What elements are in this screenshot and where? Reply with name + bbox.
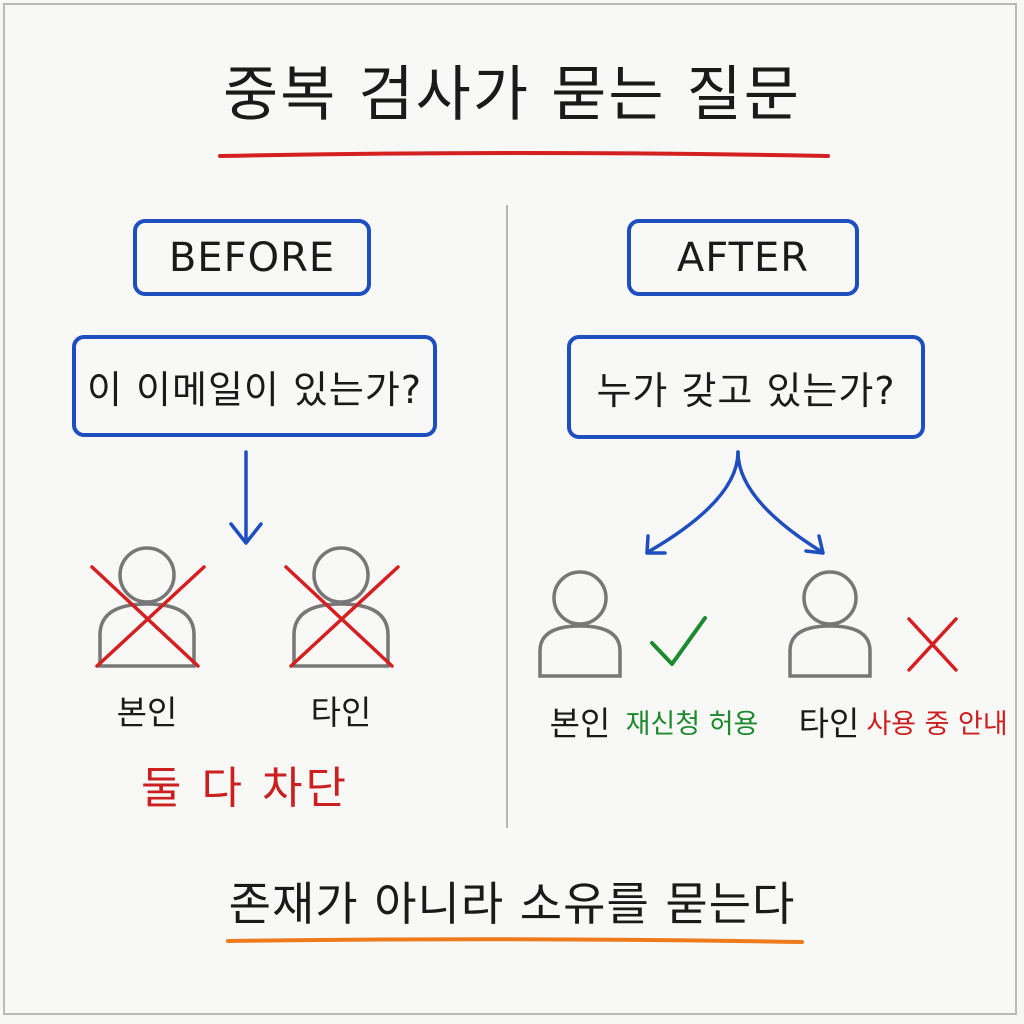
after-question-box: 누가 갖고 있는가?: [567, 335, 925, 439]
check-icon: [650, 616, 707, 666]
arrow-down-icon: [229, 450, 263, 545]
person-icon: [292, 546, 390, 668]
before-person2-label: 타인: [310, 693, 372, 732]
page-title: 중복 검사가 묻는 질문: [222, 60, 802, 130]
person-icon: [788, 570, 872, 678]
before-question: 이 이메일이 있는가?: [86, 367, 422, 412]
cross-icon: [90, 565, 206, 668]
conclusion-text: 존재가 아니라 소유를 묻는다: [228, 877, 796, 931]
after-question: 누가 갖고 있는가?: [596, 368, 896, 413]
branch-arrows: [645, 450, 825, 555]
cross-icon: [284, 565, 400, 668]
cross-icon: [907, 617, 958, 672]
footer-underline: [226, 937, 804, 944]
after-person2-label: 타인: [798, 704, 860, 743]
after-tag: AFTER: [676, 234, 810, 281]
person-icon: [98, 546, 196, 668]
before-verdict: 둘 다 차단: [141, 763, 349, 814]
canvas-frame: [3, 3, 1017, 1015]
title-underline: [218, 151, 830, 158]
person-icon: [538, 570, 622, 678]
before-question-box: 이 이메일이 있는가?: [72, 335, 437, 437]
after-person1-label: 본인: [549, 704, 611, 743]
after-tag-box: AFTER: [627, 219, 859, 296]
after-person1-result: 재신청 허용: [625, 709, 759, 740]
after-person2-result: 사용 중 안내: [866, 709, 1008, 740]
before-tag-box: BEFORE: [133, 219, 371, 296]
before-tag: BEFORE: [168, 234, 336, 281]
before-person1-label: 본인: [116, 693, 178, 732]
